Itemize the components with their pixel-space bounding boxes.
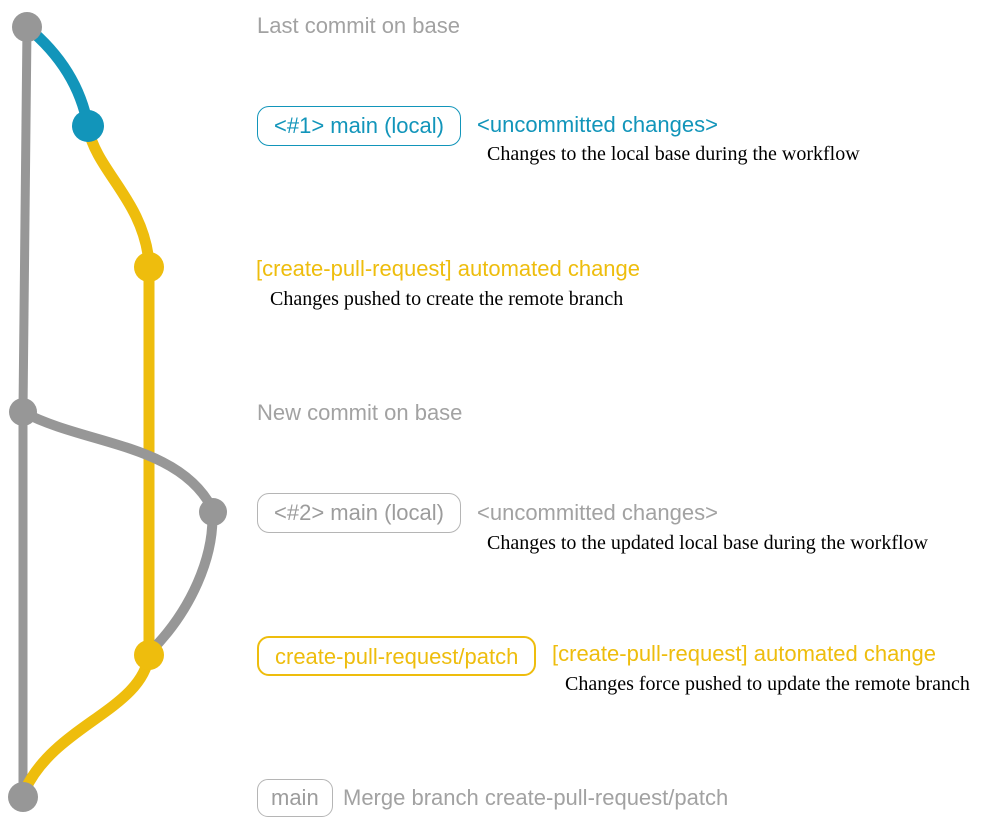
commit-message-last-base: Last commit on base [257, 13, 460, 38]
commit-message-uncommitted-2: <uncommitted changes> [477, 500, 718, 525]
commit-note-uncommitted-1: Changes to the local base during the wor… [487, 143, 860, 165]
commit-note-automated-2: Changes force pushed to update the remot… [565, 673, 970, 695]
commit-dot-local-main-1 [72, 110, 104, 142]
commit-message-automated-2: [create-pull-request] automated change [552, 641, 937, 666]
commit-dot-merge [8, 782, 38, 812]
commit-message-merge: Merge branch create-pull-request/patch [343, 785, 729, 810]
commit-message-automated-1: [create-pull-request] automated change [256, 256, 641, 281]
local-main-branch-line [21, 21, 94, 132]
commit-note-uncommitted-2: Changes to the updated local base during… [487, 532, 928, 554]
commit-dot-new-base [9, 398, 37, 426]
commit-message-new-base: New commit on base [257, 400, 463, 425]
remote-patch-branch-line [82, 122, 155, 661]
commit-dot-local-main-2 [199, 498, 227, 526]
merge-into-base-line [19, 649, 155, 796]
commit-dot-automated-change-1 [134, 252, 164, 282]
updated-local-main-branch-line [18, 407, 218, 657]
commit-dot-automated-change-2 [134, 640, 164, 670]
branch-badge-main-local-1: <#1> main (local) [257, 106, 461, 146]
commit-note-automated-1: Changes pushed to create the remote bran… [270, 288, 624, 310]
branch-badge-main-local-2: <#2> main (local) [257, 493, 461, 533]
commit-dot-last-base [12, 12, 42, 42]
commit-message-uncommitted-1: <uncommitted changes> [477, 112, 718, 137]
branch-badge-patch: create-pull-request/patch [257, 636, 537, 676]
branch-badge-main: main [257, 779, 333, 817]
